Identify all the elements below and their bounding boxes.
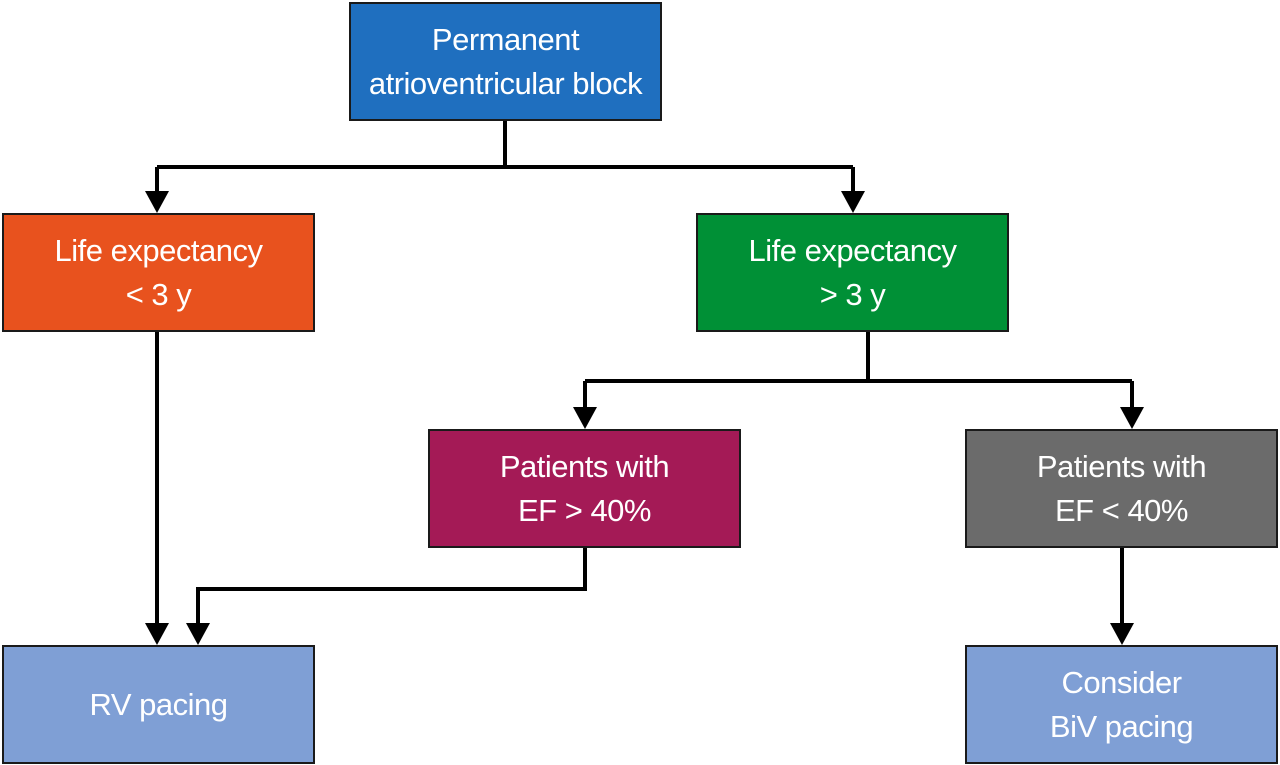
arrowhead-life-gt [841,191,865,213]
node-ef-over-40: Patients with EF > 40% [428,429,741,548]
node-label-line1: RV pacing [89,686,228,722]
node-label-line1: Permanent [431,21,580,57]
arrowhead-biv [1110,623,1134,645]
node-label-line2: < 3 y [125,276,192,312]
node-life-expectancy-over-3y: Life expectancy > 3 y [696,213,1009,332]
node-label-line2: EF < 40% [1055,492,1189,528]
node-label-line2: > 3 y [819,276,886,312]
node-ef-under-40: Patients with EF < 40% [965,429,1278,548]
node-consider-biv-pacing: Consider BiV pacing [965,645,1278,764]
connector-root-split [157,121,853,169]
node-label-line2: atrioventricular block [368,65,643,101]
node-label-line2: BiV pacing [1049,708,1194,744]
node-label-line2: EF > 40% [518,492,652,528]
arrowhead-rv-right [186,623,210,645]
node-label-line1: Consider [1061,664,1182,700]
node-label-line1: Patients with [1036,448,1207,484]
node-label-line1: Life expectancy [748,232,957,268]
arrowhead-life-lt [145,191,169,213]
node-rv-pacing: RV pacing [2,645,315,764]
arrowhead-rv-left [145,623,169,645]
arrow-ef-hi-to-rv [196,548,587,625]
node-label-line1: Life expectancy [54,232,263,268]
node-permanent-av-block: Permanent atrioventricular block [349,2,662,121]
connector-life-gt-split [585,332,1132,383]
node-label-line1: Patients with [499,448,670,484]
arrowhead-ef-lo [1120,407,1144,429]
node-life-expectancy-under-3y: Life expectancy < 3 y [2,213,315,332]
arrowhead-ef-hi [573,407,597,429]
